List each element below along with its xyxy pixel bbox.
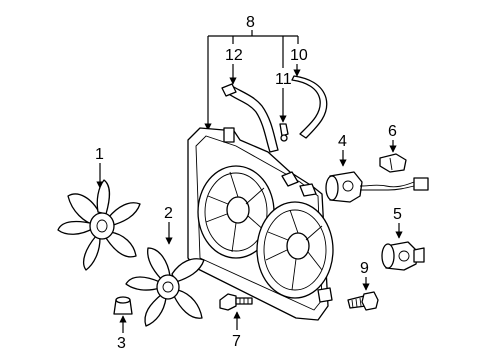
callout-10: 10 xyxy=(290,47,308,64)
fan-motor-upper xyxy=(325,171,429,203)
leader-lines xyxy=(96,30,403,333)
callout-9: 9 xyxy=(360,260,369,277)
fan-cap xyxy=(113,296,133,315)
fan-blade-2 xyxy=(125,247,205,327)
wiring-connector xyxy=(379,153,407,173)
fan-motor-upper-connector xyxy=(413,177,429,191)
fan-blade-1-hub xyxy=(89,212,115,240)
reservoir-hose xyxy=(291,75,328,139)
callout-7: 7 xyxy=(232,333,241,350)
callout-4: 4 xyxy=(338,133,347,150)
callout-6: 6 xyxy=(388,123,397,140)
callout-2: 2 xyxy=(164,205,173,222)
hose-clip xyxy=(279,123,289,142)
callout-11: 11 xyxy=(275,71,292,88)
fan-motor-lower xyxy=(381,241,425,271)
right-fan-hub xyxy=(286,232,310,260)
callout-12: 12 xyxy=(225,47,243,64)
fan-blade-1 xyxy=(57,179,141,271)
fan-blade-2-hub xyxy=(156,274,180,300)
left-fan-hub xyxy=(226,196,250,224)
mounting-bolt-9 xyxy=(347,291,379,311)
callout-1: 1 xyxy=(95,146,104,163)
radiator-overflow-hose xyxy=(221,83,279,153)
callout-8: 8 xyxy=(246,14,255,31)
callout-3: 3 xyxy=(117,335,126,352)
radiator-neck xyxy=(223,127,235,143)
mounting-bolt-7 xyxy=(219,293,253,311)
fan-shroud xyxy=(187,127,334,321)
callout-5: 5 xyxy=(393,206,402,223)
